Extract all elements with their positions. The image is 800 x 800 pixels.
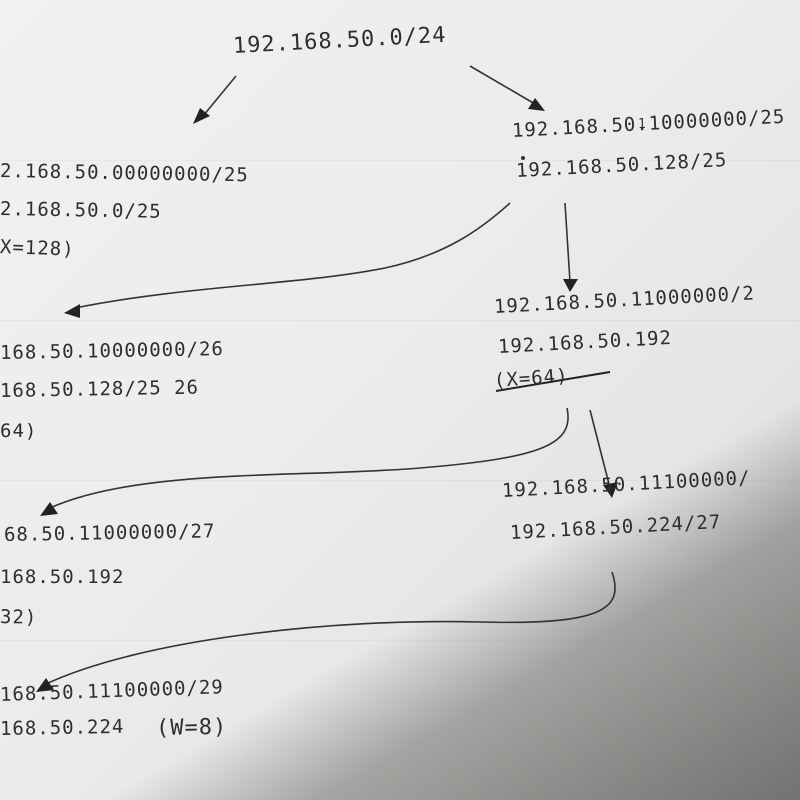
l2-left-hosts: 64)	[0, 420, 38, 442]
l2-left-binary: 168.50.10000000/26	[0, 338, 225, 364]
arrow-27-to-left-29	[36, 571, 616, 692]
l2-left-dotted: 168.50.128/25 26	[0, 376, 200, 402]
arrow-root-to-right	[469, 65, 545, 111]
arrow-root-to-left	[193, 75, 237, 124]
l4-left-hosts: (W=8)	[155, 714, 228, 741]
l1-left-binary: 2.168.50.00000000/25	[0, 160, 249, 187]
l4-left-dotted: 168.50.224	[0, 715, 125, 740]
l1-left-dotted: 2.168.50.0/25	[0, 198, 162, 223]
l3-left-binary: 68.50.11000000/27	[3, 520, 216, 546]
arrow-26-to-left-27	[40, 407, 569, 516]
arrow-25-down-to-right	[563, 202, 578, 292]
l3-left-dotted: 168.50.192	[0, 566, 125, 588]
l3-left-hosts: 32)	[0, 606, 38, 629]
l1-left-hosts: X=128)	[0, 236, 75, 261]
